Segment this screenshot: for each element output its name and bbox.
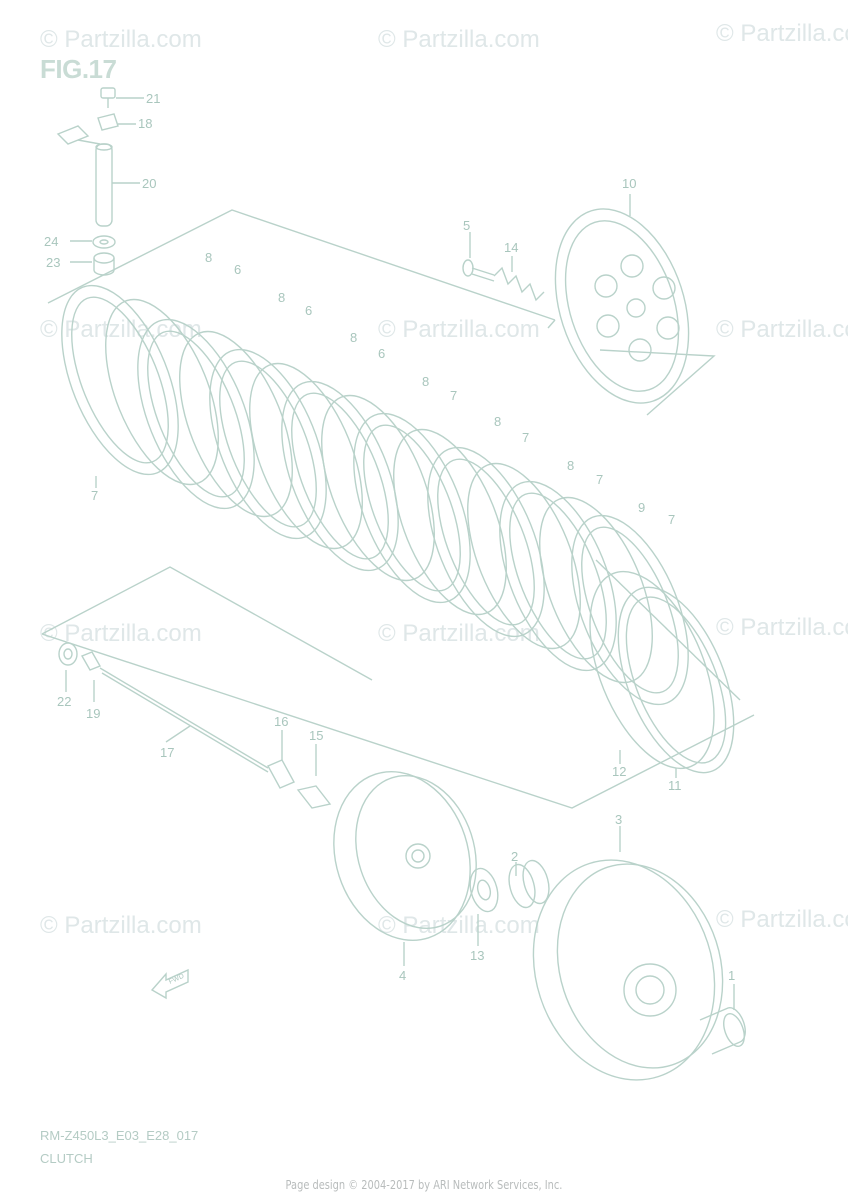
clutch-plate-stack xyxy=(61,284,735,774)
callout-number: 4 xyxy=(399,968,406,983)
callout-number: 22 xyxy=(57,694,71,709)
callout-number: 5 xyxy=(463,218,470,233)
watermark: © Partzilla.com xyxy=(716,614,848,641)
callout-number: 7 xyxy=(522,430,529,445)
watermark: © Partzilla.com xyxy=(40,26,202,53)
callout-number: 15 xyxy=(309,728,323,743)
callout-number: 6 xyxy=(378,346,385,361)
callout-number: 8 xyxy=(422,374,429,389)
watermark: © Partzilla.com xyxy=(378,26,540,53)
callout-number: 12 xyxy=(612,764,626,779)
callout-number: 10 xyxy=(622,176,636,191)
callout-number: 21 xyxy=(146,91,160,106)
callout-number: 20 xyxy=(142,176,156,191)
callout-number: 7 xyxy=(91,488,98,503)
callout-number: 8 xyxy=(494,414,501,429)
watermark: © Partzilla.com xyxy=(40,912,202,939)
callout-number: 8 xyxy=(350,330,357,345)
push-rod-assembly xyxy=(58,642,332,809)
release-arm-assembly xyxy=(56,87,119,276)
callout-number: 8 xyxy=(205,250,212,265)
callout-number: 7 xyxy=(450,388,457,403)
callout-number: 13 xyxy=(470,948,484,963)
callout-number: 7 xyxy=(596,472,603,487)
front-arrow-icon xyxy=(150,968,189,1000)
watermark: © Partzilla.com xyxy=(378,316,540,343)
watermark: © Partzilla.com xyxy=(716,316,848,343)
callout-number: 23 xyxy=(46,255,60,270)
callout-number: 3 xyxy=(615,812,622,827)
callout-number: 6 xyxy=(234,262,241,277)
callout-number: 1 xyxy=(728,968,735,983)
leader-lines xyxy=(65,97,735,1010)
callout-number: 11 xyxy=(668,778,682,793)
callout-number: 9 xyxy=(638,500,645,515)
callout-number: 19 xyxy=(86,706,100,721)
callout-number: 16 xyxy=(274,714,288,729)
callout-number: 14 xyxy=(504,240,518,255)
model-code: RM-Z450L3_E03_E28_017 xyxy=(40,1128,199,1143)
clutch-group-outline xyxy=(41,566,373,681)
callout-number: 2 xyxy=(511,849,518,864)
pressure-plate xyxy=(554,208,690,404)
callout-number: 8 xyxy=(278,290,285,305)
spacer xyxy=(699,1007,746,1055)
section-name: CLUTCH xyxy=(40,1151,93,1166)
callout-number: 8 xyxy=(567,458,574,473)
callout-number: 6 xyxy=(305,303,312,318)
bolt-and-spring xyxy=(462,259,545,302)
callout-number: 18 xyxy=(138,116,152,131)
callout-number: 24 xyxy=(44,234,58,249)
washer-and-bearing xyxy=(469,859,550,913)
copyright-notice: Page design © 2004-2017 by ARI Network S… xyxy=(285,1178,563,1192)
watermark: © Partzilla.com xyxy=(716,20,848,47)
figure-title: FIG.17 xyxy=(40,54,117,84)
clutch-housing xyxy=(532,859,724,1081)
callout-number: 17 xyxy=(160,745,174,760)
clutch-sleeve-hub xyxy=(333,771,477,941)
watermark: © Partzilla.com xyxy=(378,912,540,939)
callout-number: 7 xyxy=(668,512,675,527)
watermark: © Partzilla.com xyxy=(716,906,848,933)
plate-group-outline xyxy=(47,209,556,321)
callout-labels: 1 2 3 4 5 6 6 6 7 7 7 7 7 7 8 8 8 8 8 8 … xyxy=(44,91,735,983)
